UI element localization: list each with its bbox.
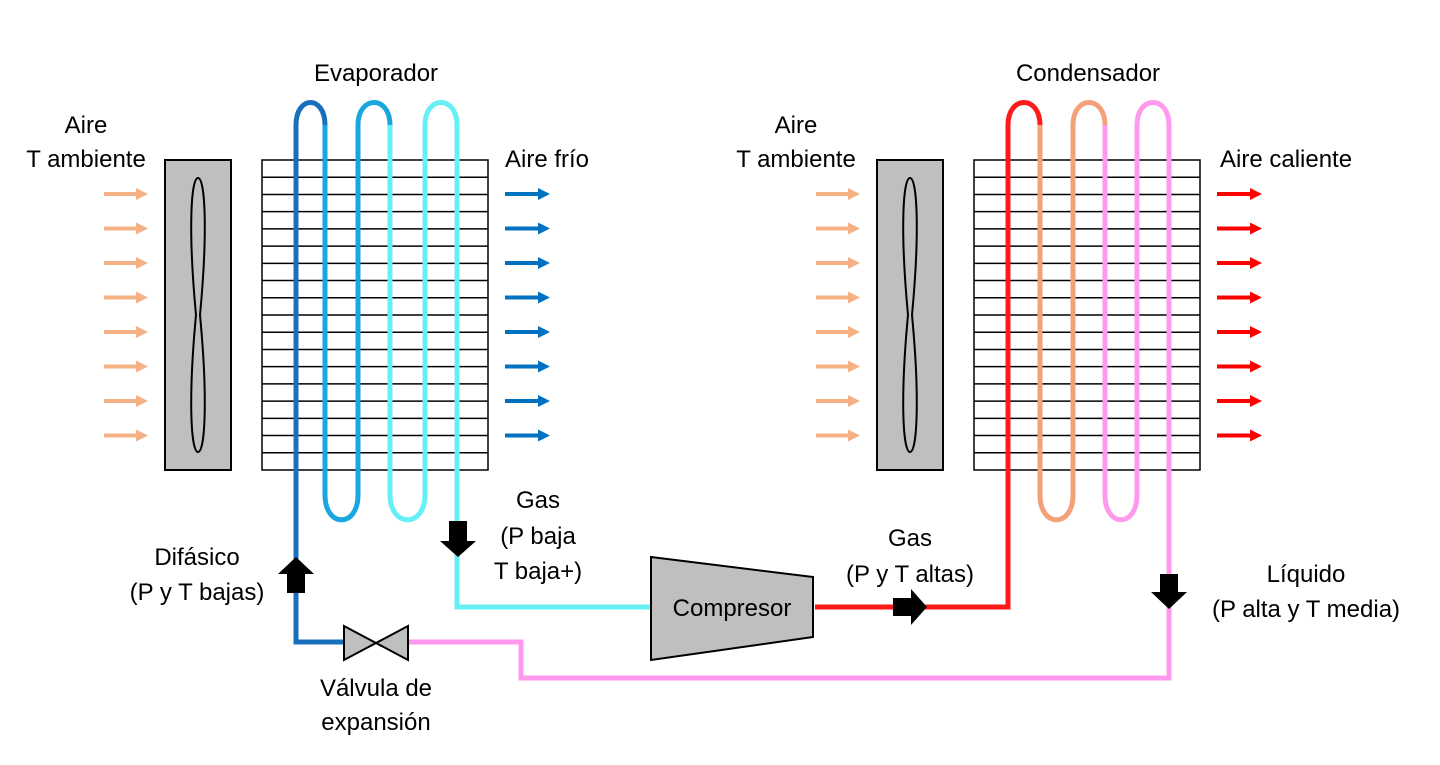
fan-blade-icon [902,176,918,454]
right-air-out-label: Aire caliente [1220,146,1352,173]
flow-arrow-down-gas-icon [440,521,476,557]
valve-label-1: Válvula de [320,675,432,702]
flow-arrow-up-two-phase-icon [278,557,314,593]
liquid-label-2: (P alta y T media) [1212,596,1400,623]
gas-low-label-3: T baja+) [494,558,582,585]
condenser-tube-3 [408,100,1172,681]
liquid-label-1: Líquido [1267,561,1346,588]
flow-arrow-down-liquid-icon [1151,574,1187,609]
two-phase-label-2: (P y T bajas) [130,579,265,606]
evaporator-tube-2 [322,100,393,523]
right-fan-housing [876,159,944,471]
gas-high-label-2: (P y T altas) [846,561,974,588]
gas-low-label-2: (P baja [500,523,576,550]
evaporator-fins [261,159,489,471]
evaporator-tube-3 [387,100,650,610]
valve-label-2: expansión [321,709,430,736]
left-air-in-label-2: T ambiente [26,146,146,173]
evaporator-title: Evaporador [314,60,438,87]
left-fan [164,159,232,471]
two-phase-label-1: Difásico [154,544,239,571]
evaporator-unit [261,100,650,645]
condenser-tube-2 [1037,100,1108,523]
gas-low-label-1: Gas [516,487,560,514]
flow-arrow-right-hot-gas-icon [893,589,927,625]
condenser-tube-1 [815,100,1043,610]
right-air-in-label-1: Aire [775,112,818,139]
left-air-out-arrows [505,188,550,442]
left-air-out-label: Aire frío [505,146,589,173]
two-phase-line [293,612,345,645]
expansion-valve-icon [343,624,409,662]
fan-blade-icon [190,176,206,454]
condenser-title: Condensador [1016,60,1160,87]
gas-high-label-1: Gas [888,525,932,552]
left-air-in-arrows [104,188,148,442]
compressor-label: Compresor [673,595,792,622]
right-air-in-arrows [816,188,860,442]
compressor [650,555,814,662]
left-air-in-label-1: Aire [65,112,108,139]
condenser-fins [973,159,1201,471]
right-air-in-label-2: T ambiente [736,146,856,173]
evaporator-tube-1 [293,100,328,615]
right-fan [876,159,944,471]
left-fan-housing [164,159,232,471]
condenser-unit [408,100,1201,681]
right-air-out-arrows [1217,188,1262,442]
